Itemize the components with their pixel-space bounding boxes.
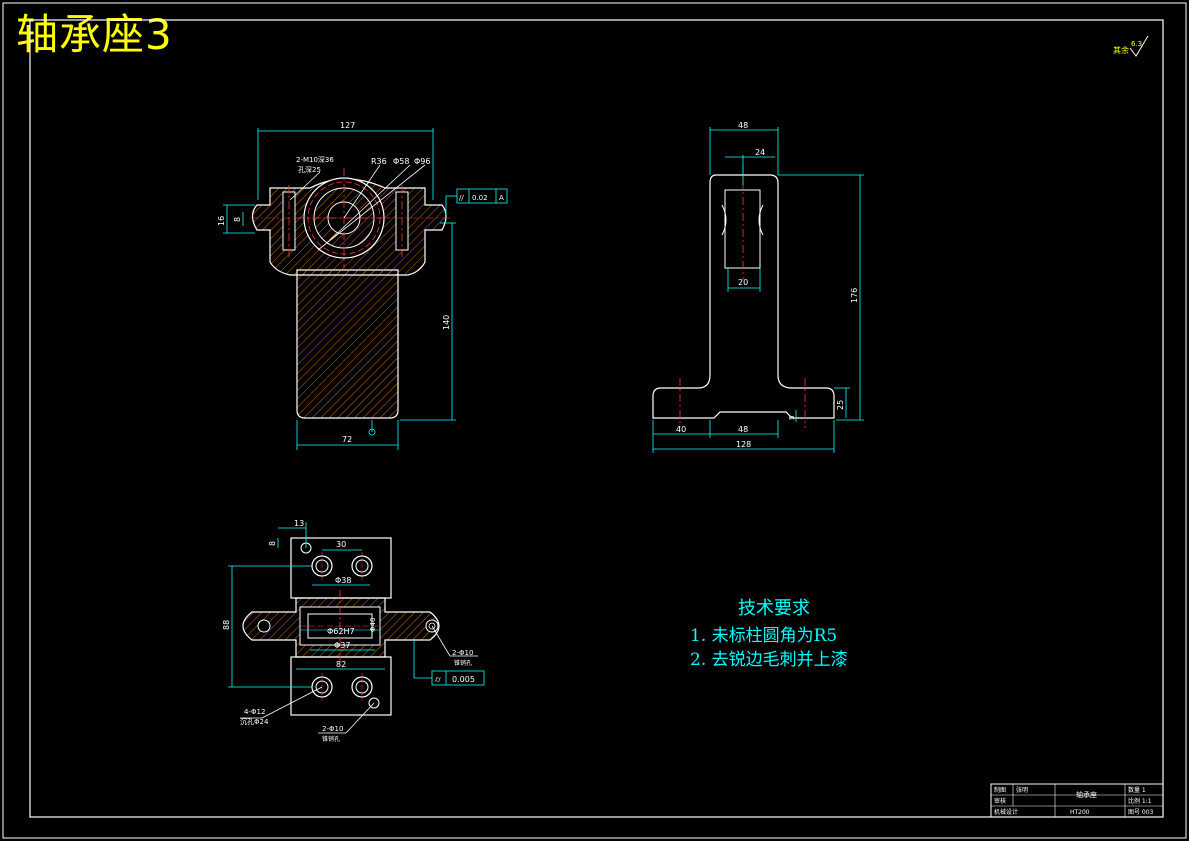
tol-bottom-value: 0.005: [452, 675, 475, 684]
tech-heading: 技术要求: [738, 598, 810, 619]
roughness-value: 6.3: [1131, 40, 1142, 48]
top-dim-82: 82: [336, 660, 346, 669]
tech-item-2: 2. 去锐边毛刺并上漆: [690, 650, 848, 670]
note-4d12: 4-Φ12: [244, 708, 265, 716]
top-dim-8: 8: [268, 541, 277, 546]
note-2d10-bottom: 2-Φ10: [322, 725, 343, 733]
side-dim-20: 20: [738, 278, 748, 287]
side-dim-128: 128: [736, 440, 751, 449]
tb-drawing-no: 图号 003: [1128, 809, 1154, 816]
side-dim-5: 5: [788, 416, 796, 420]
hole-note-1: 2-M10深36: [296, 155, 334, 164]
tolerance-frame-bottom: ⌭ 0.005: [431, 670, 485, 686]
dim-72: 72: [342, 435, 352, 444]
tol-bottom-symbol: ⌭: [435, 675, 441, 684]
top-view: 13 8 30 Φ38 88 Φ62H7 Φ40 Φ37 82 2-Φ10 锥销…: [222, 519, 478, 743]
tol-top-symbol: //: [459, 194, 464, 202]
side-dim-24: 24: [755, 148, 765, 157]
tolerance-frame-top: // 0.02 A: [445, 188, 508, 215]
dim-140: 140: [442, 315, 451, 330]
tb-qty: 数量 1: [1128, 786, 1146, 794]
dim-8: 8: [233, 217, 242, 222]
tol-top-datum: A: [499, 194, 504, 202]
tb-r2c1: 审核: [994, 797, 1006, 805]
tb-r3c1: 机械设计: [994, 808, 1018, 816]
tb-scale: 比例 1:1: [1128, 797, 1152, 805]
top-dim-62h7: Φ62H7: [327, 627, 355, 636]
front-stem: [296, 269, 399, 419]
d58-label: Φ58: [393, 157, 409, 166]
side-view: 48 24 20 176 25 5 40 48 128: [652, 121, 864, 453]
technical-requirements: 技术要求 1. 未标柱圆角为R5 2. 去锐边毛刺并上漆: [690, 594, 848, 672]
dim-127: 127: [340, 121, 355, 130]
top-dim-88: 88: [222, 620, 231, 630]
side-dim-176: 176: [850, 288, 859, 303]
tol-top-value: 0.02: [472, 194, 488, 202]
top-dim-38: Φ38: [335, 576, 351, 585]
hole-note-2: 孔深25: [298, 165, 321, 174]
note-2d10-right: 2-Φ10: [452, 649, 473, 657]
top-dim-30: 30: [336, 540, 346, 549]
inner-frame: [29, 19, 1164, 818]
roughness-note: 其余 6.3: [1113, 35, 1149, 57]
roughness-prefix: 其余: [1113, 45, 1129, 55]
r36-label: R36: [371, 157, 387, 166]
top-dim-40: Φ40: [369, 618, 377, 632]
note-right-sub: 锥销孔: [454, 659, 472, 667]
tb-r1c2: 张明: [1016, 786, 1028, 794]
side-dim-25: 25: [836, 400, 845, 410]
tb-name: 轴承座: [1076, 790, 1097, 799]
roughness-symbol: [1129, 35, 1149, 57]
top-dim-37: Φ37: [334, 641, 350, 650]
side-dim-48-bottom: 48: [738, 425, 748, 434]
side-slot: [724, 189, 761, 269]
side-dim-40: 40: [676, 425, 686, 434]
tech-item-1: 1. 未标柱圆角为R5: [690, 626, 838, 646]
side-dim-48-top: 48: [738, 121, 748, 130]
front-view: 127 2-M10深36 孔深25 R36 Φ58 Φ96 16 8 140 7…: [217, 121, 456, 450]
side-outline: [652, 174, 835, 419]
note-bottom-sub: 锥销孔: [322, 735, 340, 743]
title-block: 制图 张明 审核 机械设计 轴承座 数量 1 比例 1:1 HT200 图号 0…: [990, 783, 1164, 818]
d96-label: Φ96: [414, 157, 430, 166]
dim-16: 16: [217, 216, 226, 226]
note-4d12-sub: 沉孔Φ24: [240, 718, 269, 726]
tb-material: HT200: [1070, 809, 1090, 816]
tb-r1c1: 制图: [994, 786, 1006, 794]
top-dim-13: 13: [294, 519, 304, 528]
